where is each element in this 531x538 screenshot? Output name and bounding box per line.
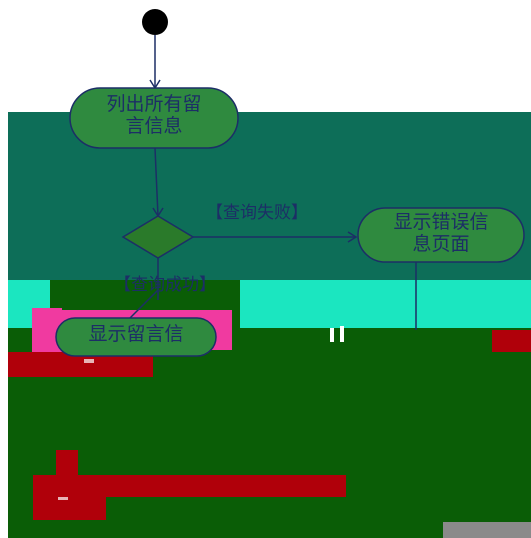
red-block-right [492, 330, 531, 352]
activity-show-messages [55, 317, 217, 357]
activity-show-error-line2: 息页面 [412, 232, 470, 255]
activity-list-all [69, 87, 239, 149]
activity-list-all-label: 列出所有留 言信息 [70, 93, 238, 138]
guard-query-success: 【查询成功】 [114, 275, 216, 295]
guard-query-failed: 【查询失败】 [206, 203, 308, 223]
activity-show-error-line1: 显示错误信 [393, 211, 489, 233]
mark [340, 326, 344, 342]
activity-list-all-line1: 列出所有留 [106, 93, 202, 115]
edge-to-show-messages [129, 289, 159, 319]
mark [84, 359, 94, 363]
gray-block [443, 522, 531, 538]
activity-show-error-label: 显示错误信 息页面 [358, 211, 524, 256]
activity-list-all-line2: 言信息 [125, 114, 183, 137]
activity-show-messages-line1: 显示留言信 [88, 323, 184, 345]
teal-block-right [240, 280, 531, 328]
decision-node [121, 215, 195, 259]
mark [330, 328, 334, 342]
red-shape-bottom [33, 450, 346, 520]
activity-show-messages-label: 显示留言信 [56, 323, 216, 346]
initial-node [142, 9, 168, 35]
edge-list-to-decision [154, 147, 159, 217]
activity-show-error [357, 207, 525, 263]
mark [58, 497, 68, 500]
arrowhead [347, 231, 358, 243]
